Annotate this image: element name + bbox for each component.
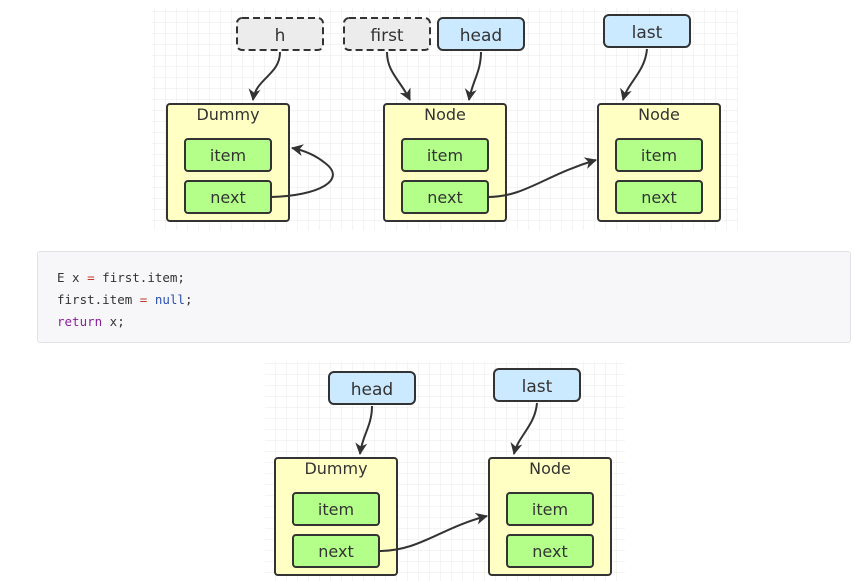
dummy-2-item-field [292,492,380,526]
arrow-dummy-next-to-node-2 [378,512,488,552]
code-text: ; [184,292,193,307]
pointer-h-label: h [275,26,286,46]
pointer-last-2-label: last [522,377,553,397]
dummy-2-item-label: item [318,500,354,519]
dummy-2-next-label: next [318,542,353,561]
node-first-title: Node [424,105,466,124]
arrow-node-next-to-last [487,157,597,198]
node-first-item-field [401,138,489,172]
arrow-last-to-node [620,48,648,101]
dummy-item-label: item [210,146,246,165]
code-line-3: return x; [57,311,850,333]
node-first: Node item next [383,103,507,222]
arrow-first-to-node [386,51,411,101]
dummy-node-2-title: Dummy [304,459,367,478]
node-last-next-field [615,180,703,214]
pointer-h: h [236,17,324,51]
dummy-node-title: Dummy [196,105,259,124]
pointer-head-2: head [328,371,416,405]
node-last-item-field [615,138,703,172]
code-line-2: first.item = null; [57,289,850,311]
node-last: Node item next [597,103,721,222]
code-operator: = [139,292,148,307]
arrow-last-to-node-2 [510,402,538,455]
diagram-before: h first head last Dummy item next Node [152,8,738,230]
node-last-item-label: item [641,146,677,165]
code-text: first.item; [94,270,185,285]
pointer-last-label: last [632,23,663,43]
node-2-item-label: item [532,500,568,519]
pointer-head-2-label: head [351,380,393,400]
code-text [147,292,155,307]
node-first-item-label: item [427,146,463,165]
dummy-item-field [184,138,272,172]
dummy-next-label: next [210,188,245,207]
pointer-last-2: last [493,368,581,402]
code-literal: null [154,292,185,307]
code-text: first.item [57,292,140,307]
pointer-head: head [437,17,525,51]
code-operator: = [87,270,95,285]
arrow-head-to-node [464,51,482,101]
code-line-1: E x = first.item; [57,267,850,289]
node-2-title: Node [529,459,571,478]
pointer-head-label: head [460,26,502,46]
node-first-next-label: next [427,188,462,207]
dummy-node: Dummy item next [166,103,290,222]
node-last-next-label: next [641,188,676,207]
code-text: E x [57,270,88,285]
dummy-node-2: Dummy item next [274,457,398,576]
arrow-head-to-dummy-2 [355,405,373,455]
code-keyword: return [57,314,103,329]
arrow-h-to-dummy [248,51,281,101]
pointer-first: first [343,17,431,51]
arrow-dummy-next-self [270,144,334,198]
diagram-after: head last Dummy item next Node item next [265,362,625,581]
pointer-last: last [603,14,691,48]
code-block: E x = first.item; first.item = null; ret… [37,251,851,343]
code-text: x; [102,314,125,329]
node-2-next-label: next [532,542,567,561]
node-last-title: Node [638,105,680,124]
node-2-item-field [506,492,594,526]
pointer-first-label: first [370,26,404,46]
node-2: Node item next [488,457,612,576]
node-2-next-field [506,534,594,568]
